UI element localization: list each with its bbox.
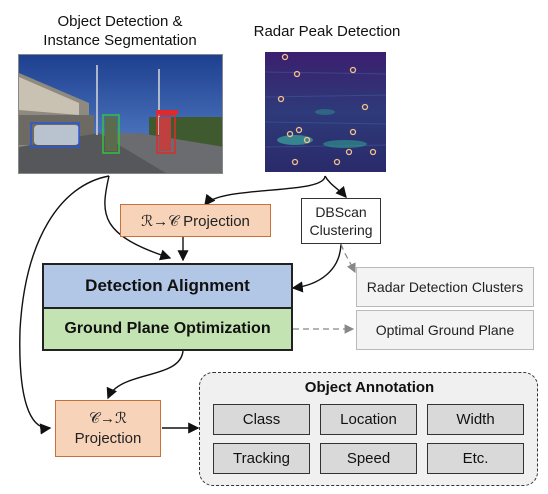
- c2r-projection-box: 𝒞→ℛ Projection: [55, 400, 161, 457]
- camera-image: [18, 54, 223, 174]
- radar-heatmap: [265, 52, 386, 172]
- radar-caption: Radar Peak Detection: [253, 23, 401, 40]
- ground-plane-optimization-box: Ground Plane Optimization: [42, 307, 293, 351]
- detection-alignment-box: Detection Alignment: [42, 263, 293, 309]
- object-annotation-title: Object Annotation: [304, 379, 435, 396]
- annotation-item-width: Width: [427, 404, 524, 435]
- annotation-item-speed: Speed: [320, 443, 417, 474]
- object-annotation-panel: Object Annotation Class Location Width T…: [199, 372, 538, 486]
- r2c-projection-box: ℛ→𝒞 Projection: [120, 204, 271, 237]
- annotation-item-tracking: Tracking: [213, 443, 310, 474]
- camera-caption: Object Detection & Instance Segmentation: [43, 13, 197, 49]
- optimal-ground-plane-box: Optimal Ground Plane: [356, 310, 534, 350]
- radar-detection-clusters-box: Radar Detection Clusters: [356, 267, 534, 307]
- annotation-item-location: Location: [320, 404, 417, 435]
- dbscan-clustering-box: DBScan Clustering: [301, 198, 381, 244]
- annotation-item-etc: Etc.: [427, 443, 524, 474]
- annotation-item-class: Class: [213, 404, 310, 435]
